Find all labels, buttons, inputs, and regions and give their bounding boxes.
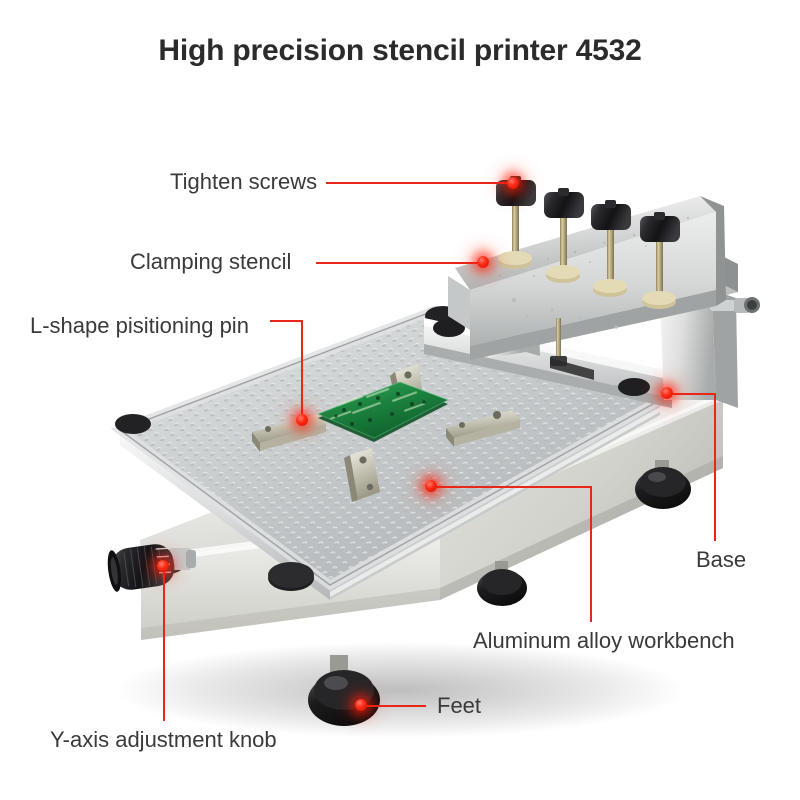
callout-label-tighten-screws: Tighten screws bbox=[170, 169, 318, 194]
foot-middle bbox=[477, 561, 527, 606]
tighten-screw-3 bbox=[591, 200, 631, 297]
machine-feet bbox=[151, 460, 691, 726]
leader-feet bbox=[361, 705, 426, 707]
leader-base-vertical bbox=[714, 393, 716, 541]
callout-label-workbench: Aluminum alloy workbench bbox=[473, 628, 735, 653]
marker-tighten-screws bbox=[507, 177, 519, 189]
column-side-knob bbox=[710, 297, 760, 313]
tighten-screw-1 bbox=[496, 176, 536, 269]
leader-workbench-horizontal bbox=[431, 486, 591, 488]
tighten-screws bbox=[496, 176, 680, 309]
page-title: High precision stencil printer 4532 bbox=[158, 34, 642, 67]
tighten-screw-4 bbox=[640, 212, 680, 309]
marker-positioning-pin bbox=[296, 414, 308, 426]
leader-clamping-stencil bbox=[316, 262, 483, 264]
marker-workbench bbox=[425, 480, 437, 492]
leader-y-axis-knob bbox=[163, 566, 165, 721]
callout-label-base: Base bbox=[696, 547, 747, 572]
leader-base-horizontal bbox=[667, 393, 715, 395]
pcb-board bbox=[316, 381, 450, 442]
leader-tighten-screws bbox=[326, 182, 513, 184]
marker-clamping-stencil bbox=[477, 256, 489, 268]
y-axis-adjustment-knob bbox=[107, 544, 196, 592]
callout-label-y-axis-knob: Y-axis adjustment knob bbox=[50, 727, 277, 752]
marker-y-axis-knob bbox=[157, 560, 169, 572]
tighten-screw-2 bbox=[544, 188, 584, 283]
pcb-and-positioning-pins bbox=[252, 364, 520, 502]
callout-label-positioning-pin: L-shape pisitioning pin bbox=[30, 313, 249, 338]
leader-positioning-pin-horizontal bbox=[270, 320, 302, 322]
leader-workbench-vertical bbox=[590, 486, 592, 622]
marker-base bbox=[661, 387, 673, 399]
callout-label-clamping-stencil: Clamping stencil bbox=[130, 249, 292, 274]
center-drop-rod bbox=[550, 318, 594, 380]
callout-label-feet: Feet bbox=[437, 693, 482, 718]
positioning-pin-bottom bbox=[344, 448, 380, 502]
marker-feet bbox=[355, 699, 367, 711]
leader-positioning-pin-vertical bbox=[301, 320, 303, 420]
foot-right bbox=[635, 460, 691, 509]
positioning-pin-right bbox=[446, 410, 520, 447]
